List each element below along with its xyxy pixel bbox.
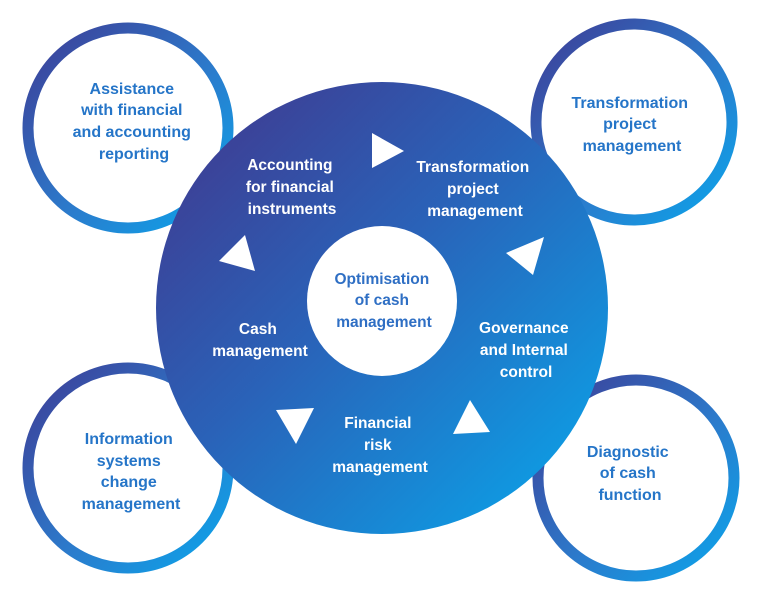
corner-circle-information-systems: Information systems change management bbox=[22, 362, 234, 574]
triangle-arrow-icon bbox=[372, 133, 404, 168]
ring-label-cash: Cash management bbox=[212, 321, 308, 360]
triangle-arrow-icon bbox=[219, 235, 255, 271]
ring-label-accounting: Accounting for financial instruments bbox=[246, 157, 338, 218]
ring-label-transformation: Transformation project management bbox=[416, 159, 533, 220]
center-label: Optimisation of cash management bbox=[334, 271, 433, 331]
corner-label-assistance: Assistance with financial and accounting… bbox=[73, 81, 196, 163]
corner-label-diagnostic: Diagnostic of cash function bbox=[587, 444, 673, 504]
corner-label-transformation: Transformation project management bbox=[572, 95, 693, 155]
ring-label-governance: Governance and Internal control bbox=[479, 320, 573, 381]
center-circle: Optimisation of cash management bbox=[307, 226, 457, 376]
corner-label-information-systems: Information systems change management bbox=[82, 431, 181, 513]
corner-circle-transformation: Transformation project management bbox=[530, 18, 738, 226]
triangle-arrow-icon bbox=[506, 237, 544, 275]
ring-label-risk: Financial risk management bbox=[332, 415, 428, 476]
triangle-arrow-icon bbox=[453, 400, 490, 434]
triangle-arrow-icon bbox=[276, 408, 314, 444]
corner-circle-assistance: Assistance with financial and accounting… bbox=[22, 22, 234, 234]
corner-circle-diagnostic: Diagnostic of cash function bbox=[532, 374, 740, 582]
